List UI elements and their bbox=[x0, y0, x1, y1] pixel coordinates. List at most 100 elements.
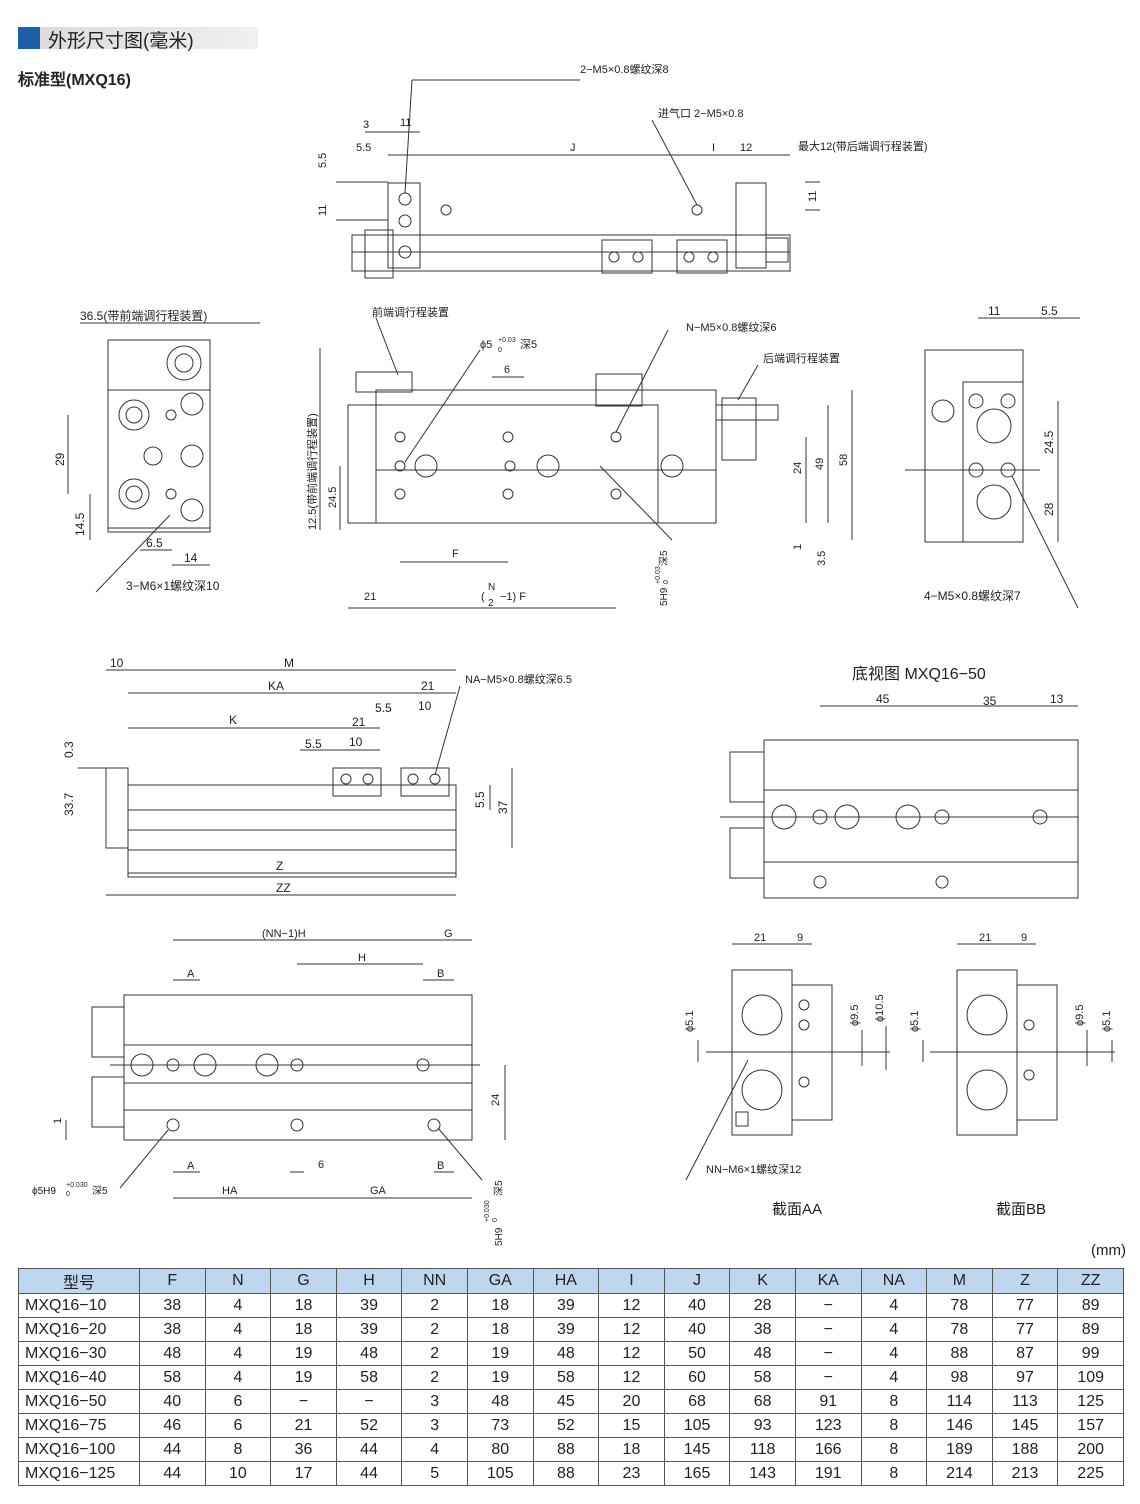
label-front-21b: 21 bbox=[352, 715, 366, 729]
table-cell: 44 bbox=[335, 1437, 403, 1462]
label-front-ZZ: ZZ bbox=[276, 881, 291, 895]
table-cell: 145 bbox=[991, 1413, 1059, 1438]
label-front-adj: 前端调行程装置 bbox=[372, 305, 449, 319]
front-block-1 bbox=[332, 767, 382, 797]
table-cell: − bbox=[794, 1293, 862, 1318]
label-aa-21: 21 bbox=[754, 932, 766, 944]
table-header-cell: GA bbox=[466, 1268, 534, 1294]
top-hole-5 bbox=[691, 204, 703, 216]
table-cell: 2 bbox=[401, 1341, 468, 1366]
table-cell: 8 bbox=[860, 1461, 928, 1486]
label-front-K: K bbox=[229, 713, 237, 727]
bottomg-bore-3 bbox=[255, 1053, 279, 1077]
top-view-body bbox=[351, 234, 791, 272]
top-hole-3 bbox=[398, 245, 412, 259]
bottom50-end-1 bbox=[729, 751, 765, 803]
section-title: 外形尺寸图(毫米) bbox=[48, 31, 194, 52]
table-cell: 93 bbox=[729, 1413, 796, 1438]
main-bore-3 bbox=[660, 454, 684, 478]
left-small-hole-2 bbox=[165, 488, 177, 500]
table-cell: 77 bbox=[991, 1317, 1059, 1342]
table-cell: 109 bbox=[1057, 1365, 1124, 1390]
label-d6: 6 bbox=[504, 364, 510, 376]
bottom50-pin-1 bbox=[813, 875, 827, 889]
aa-screw bbox=[735, 1111, 749, 1127]
table-cell: 4 bbox=[204, 1341, 272, 1366]
table-header-cell: Z bbox=[991, 1268, 1059, 1294]
table-cell: 19 bbox=[466, 1341, 534, 1366]
section-bb bbox=[922, 943, 1115, 1136]
table-cell: − bbox=[270, 1389, 337, 1414]
table-cell: 18 bbox=[270, 1293, 337, 1318]
table-cell: 118 bbox=[729, 1437, 796, 1462]
front-hole-1 bbox=[340, 773, 352, 785]
table-cell: 52 bbox=[532, 1413, 600, 1438]
table-cell: 8 bbox=[860, 1389, 928, 1414]
table-cell: 17 bbox=[270, 1461, 337, 1486]
front-body bbox=[127, 784, 457, 878]
label-aa-thread: NN−M6×1螺纹深12 bbox=[706, 1162, 801, 1176]
label-bg-h5h9-depth: 深5 bbox=[493, 1180, 505, 1196]
table-cell: 58 bbox=[532, 1365, 600, 1390]
aa-bore-lower bbox=[741, 1069, 783, 1111]
table-cell: 60 bbox=[663, 1365, 731, 1390]
bb-bore-lower bbox=[966, 1069, 1008, 1111]
label-bg-v1: 1 bbox=[52, 1118, 64, 1124]
table-cell: 143 bbox=[729, 1461, 796, 1486]
label-right-28: 28 bbox=[1042, 502, 1056, 516]
right-side-body bbox=[962, 381, 1024, 543]
label-front-55: 5.5 bbox=[473, 791, 487, 808]
table-cell: 88 bbox=[532, 1437, 600, 1462]
top-hole-4 bbox=[440, 204, 452, 216]
label-dNF: −1) F bbox=[500, 591, 526, 603]
leader-nthread bbox=[615, 329, 669, 433]
bottomg-body bbox=[123, 994, 473, 1141]
table-header-cell: J bbox=[663, 1268, 731, 1294]
model-cell: MXQ16−40 bbox=[18, 1365, 140, 1390]
label-left-thread: 3−M6×1螺纹深10 bbox=[126, 579, 220, 593]
main-hole-5 bbox=[504, 460, 516, 472]
table-cell: 38 bbox=[139, 1317, 206, 1342]
table-cell: 48 bbox=[729, 1341, 796, 1366]
table-cell: 88 bbox=[926, 1341, 993, 1366]
table-cell: 89 bbox=[1057, 1293, 1124, 1318]
label-phi5-tol2: 0 bbox=[498, 347, 502, 354]
left-bore-lower-inner bbox=[125, 485, 143, 503]
label-v24: 24 bbox=[792, 462, 804, 474]
table-cell: 52 bbox=[335, 1413, 403, 1438]
label-aa-phi105: ϕ10.5 bbox=[874, 994, 886, 1022]
bottom50-hole-1 bbox=[812, 809, 828, 825]
table-header-cell: I bbox=[598, 1268, 665, 1294]
bottomg-pin-2 bbox=[290, 1118, 304, 1132]
label-aa-phi51: ϕ5.1 bbox=[684, 1011, 696, 1032]
left-side-body bbox=[107, 389, 211, 529]
table-cell: 146 bbox=[926, 1413, 993, 1438]
section-header: 外形尺寸图(毫米) bbox=[18, 27, 258, 52]
table-cell: 4 bbox=[860, 1341, 928, 1366]
leader-5h9 bbox=[599, 465, 673, 541]
table-cell: 68 bbox=[663, 1389, 731, 1414]
port-hole-3 bbox=[683, 251, 695, 263]
label-h5h9-depth: 深5 bbox=[658, 550, 670, 566]
label-v49: 49 bbox=[814, 458, 826, 470]
table-cell: 18 bbox=[466, 1317, 534, 1342]
bottom50-bore-1 bbox=[771, 804, 797, 830]
section-aa bbox=[685, 943, 890, 1181]
label-bb-9: 9 bbox=[1021, 932, 1027, 944]
table-cell: 2 bbox=[401, 1365, 468, 1390]
table-cell: 50 bbox=[663, 1341, 731, 1366]
bottom50-pin-2 bbox=[935, 875, 949, 889]
label-dNlp: ( bbox=[481, 591, 485, 603]
label-dN2: 2 bbox=[488, 598, 494, 609]
label-v58: 58 bbox=[838, 454, 850, 466]
main-rear-adjuster bbox=[721, 397, 757, 461]
label-front-nathread: NA−M5×0.8螺纹深6.5 bbox=[465, 672, 572, 686]
label-left-top: 36.5(带前端调行程装置) bbox=[80, 308, 207, 323]
leader-left-thread bbox=[95, 514, 171, 593]
port-hole-1 bbox=[608, 251, 620, 263]
main-bore-1 bbox=[414, 454, 438, 478]
